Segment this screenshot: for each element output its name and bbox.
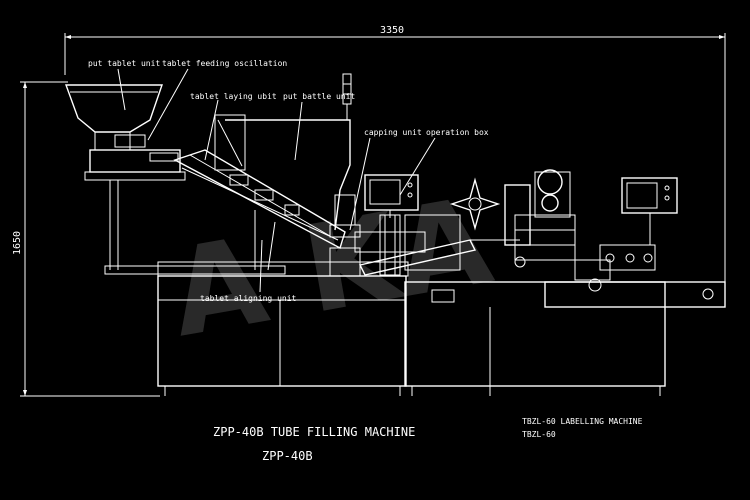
label-tablet-laying-unit: tablet laying ubit — [190, 92, 277, 101]
filling-machine-cabinet — [157, 261, 409, 396]
labelling-machine — [404, 169, 726, 396]
height-dimension-label: 1650 — [12, 231, 23, 255]
label-operation-box: operation box — [426, 128, 489, 137]
feeder-platform — [84, 149, 286, 275]
caption-machine-model: ZPP-40B — [262, 449, 313, 463]
label-put-tablet-unit: put tablet unit — [88, 59, 160, 68]
tablet-laying-chute — [173, 114, 346, 271]
bottle-unit — [225, 73, 361, 238]
caption-labeller-model: TBZL-60 — [522, 430, 556, 439]
watermark-logo: A KA — [161, 172, 501, 365]
leader-lines — [117, 68, 436, 293]
label-tablet-feeding-oscillation: tablet feeding oscillation — [162, 59, 287, 68]
caption-labeller-title: TBZL-60 LABELLING MACHINE — [522, 417, 643, 426]
label-tablet-aligning-unit: tablet aligning unit — [200, 294, 297, 303]
operation-panel — [364, 174, 419, 218]
caption-machine-title: ZPP-40B TUBE FILLING MACHINE — [213, 425, 415, 439]
width-dimension: 3350 — [64, 25, 726, 290]
width-dimension-label: 3350 — [380, 25, 404, 36]
label-put-bottle-unit: put battle unit — [283, 92, 355, 101]
height-dimension: 1650 — [12, 81, 160, 397]
tablet-hopper — [65, 84, 163, 150]
transfer-conveyor — [358, 239, 520, 276]
label-capping-unit: capping unit — [364, 128, 422, 137]
